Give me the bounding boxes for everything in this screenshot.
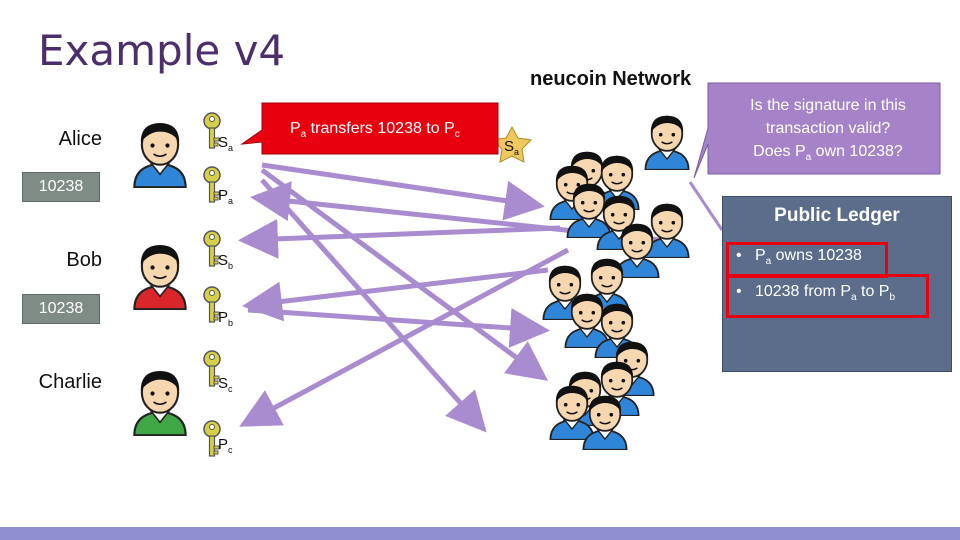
user-avatar-bob [133,244,187,310]
ledger-item-2: • 10238 from Pa to Pb [736,283,896,304]
key-label-pb: Pb [218,309,234,328]
key-label-pa: Pa [218,187,234,206]
coin-box-alice: 10238 [22,172,100,202]
user-avatar-charlie [133,370,187,436]
ledger-connector [688,181,724,231]
user-name-bob: Bob [66,249,102,271]
arrow-7 [239,247,570,427]
ledger-title: Public Ledger [774,205,900,226]
arrow-6 [242,267,549,322]
key-label-sb: Sb [218,252,234,271]
arrow-3 [260,178,487,433]
coin-box-bob: 10238 [22,294,100,324]
transaction-text: Pa transfers 10238 to Pc [290,120,460,141]
user-name-alice: Alice [58,128,102,150]
network-title: neucoin Network [530,68,692,90]
user-name-charlie: Charlie [38,371,102,393]
arrow-4 [238,218,561,259]
question-bubble [693,82,941,179]
star-label: Sa [504,138,520,157]
key-label-sc: Sc [218,375,233,394]
page-title: Example v4 [38,26,286,75]
key-label-pc: Pc [218,436,233,455]
arrow-8 [247,307,550,348]
ledger-item-1: • Pa owns 10238 [736,247,862,268]
user-avatar-alice [133,122,187,188]
ledger-highlight-2 [726,274,929,318]
bottom-bar [0,527,960,540]
network-nodes [542,114,690,450]
key-label-sa: Sa [218,134,234,153]
public-ledger-panel: Public Ledger [722,196,952,372]
bubble-text: Is the signature in this transaction val… [750,97,906,164]
arrow-1 [261,162,545,221]
arrows-group [238,162,724,433]
